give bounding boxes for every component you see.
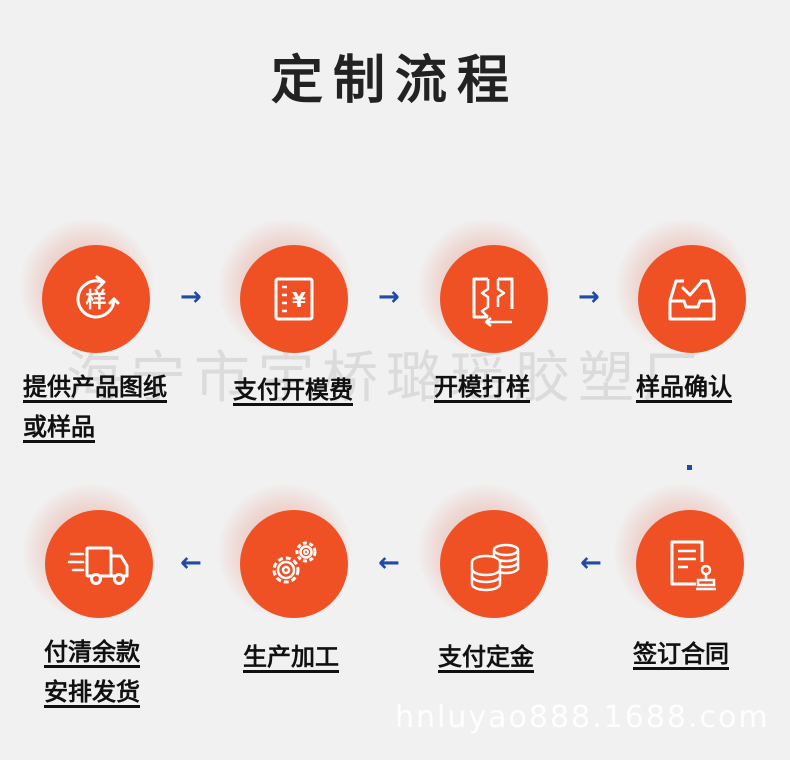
arrow-right-3: → [578, 282, 600, 312]
yuan-document-icon: ¥ [274, 277, 314, 321]
step-mold-sampling [418, 219, 560, 365]
step-label-provide-drawings: 提供产品图纸 或样品 [23, 367, 167, 447]
step-icon-circle: ¥ [240, 245, 348, 353]
gears-icon [272, 541, 317, 584]
step-icon-circle [638, 245, 746, 353]
step-icon-circle [440, 510, 548, 618]
arrow-left-2: ← [378, 548, 400, 578]
step-icon-circle [240, 510, 348, 618]
step-icon-circle [45, 510, 153, 618]
arrow-right-2: → [378, 282, 400, 312]
step-label-line1: 支付开模费 [233, 376, 353, 404]
inbox-check-icon [668, 279, 716, 321]
arrow-left-1: ← [180, 548, 202, 578]
step-label-line1: 提供产品图纸 [23, 373, 167, 401]
step-label-line1: 付清余款 [44, 638, 140, 666]
step-icon-circle [636, 510, 744, 618]
sample-glyph: 样 [86, 288, 107, 312]
step-sample-confirm [616, 219, 758, 365]
step-label-line1: 支付定金 [438, 643, 534, 671]
step-label-mold-sampling: 开模打样 [434, 367, 530, 407]
step-label-pay-mold-fee: 支付开模费 [233, 370, 353, 410]
arrow-right-1: → [180, 282, 202, 312]
step-label-final-payment: 付清余款 安排发货 [44, 632, 140, 712]
step-label-production: 生产加工 [243, 637, 339, 677]
step-label-line1: 签订合同 [633, 640, 729, 668]
step-provide-drawings: 样 [20, 219, 162, 365]
step-label-line1: 样品确认 [636, 373, 732, 401]
step-pay-mold-fee: ¥ [218, 219, 360, 365]
step-label-line1: 生产加工 [243, 643, 339, 671]
arrow-left-3: ← [580, 548, 602, 578]
url-watermark: hnluyao888.1688.com [395, 700, 770, 735]
step-icon-circle [440, 245, 548, 353]
step-label-line2: 或样品 [23, 413, 95, 441]
step-label-line2: 安排发货 [44, 678, 140, 706]
step-label-sample-confirm: 样品确认 [636, 367, 732, 407]
step-label-sign-contract: 签订合同 [633, 634, 729, 674]
coin-stack-icon [470, 543, 520, 592]
connector-dot [687, 465, 692, 470]
page-title: 定制流程 [270, 51, 519, 111]
yuan-glyph: ¥ [292, 288, 306, 312]
mold-icon [472, 277, 514, 327]
contract-stamp-icon [670, 540, 716, 591]
delivery-truck-icon [67, 546, 129, 585]
step-label-line1: 开模打样 [434, 373, 530, 401]
sample-refresh-icon: 样 [76, 275, 120, 319]
step-label-pay-deposit: 支付定金 [438, 637, 534, 677]
step-pay-deposit [418, 484, 560, 630]
step-production [218, 484, 360, 630]
step-icon-circle: 样 [42, 245, 150, 353]
step-sign-contract [614, 484, 756, 630]
shop-watermark: 海宁市宇桥璐瑶胶塑厂 [66, 346, 706, 411]
step-final-payment [23, 484, 165, 630]
